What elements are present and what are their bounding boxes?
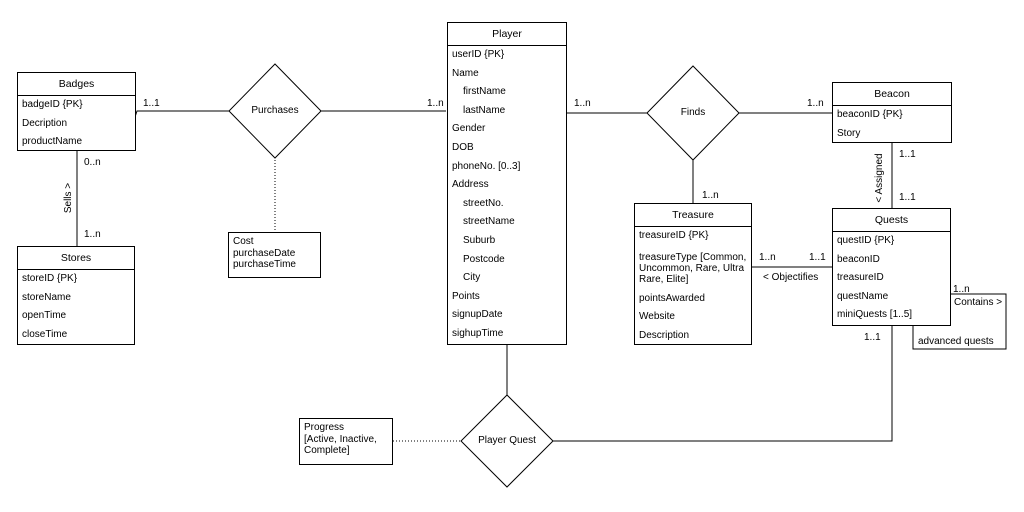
line-badges-purchases (134, 110, 229, 118)
cardinality-label: 1..1 (143, 98, 160, 109)
treasure-attr: treasureType [Common, Uncommon, Rare, Ul… (639, 251, 747, 285)
player-attr: Name (452, 67, 479, 79)
cardinality-label: 1..n (953, 284, 970, 295)
treasure-attr: Description (639, 329, 690, 341)
player-attr: Points (452, 290, 480, 302)
stores-attr: closeTime (22, 328, 68, 340)
stores-title: Stores (18, 247, 134, 270)
player-attr: sighupTime (452, 327, 504, 339)
cardinality-label: 1..1 (864, 332, 881, 343)
beacon-title: Beacon (833, 83, 951, 106)
player-quest-label: Player Quest (478, 435, 536, 446)
cardinality-label: 0..n (84, 157, 101, 168)
cardinality-label: 1..1 (899, 192, 916, 203)
cardinality-label: 1..n (84, 229, 101, 240)
badges-attr: Decription (22, 117, 68, 129)
cardinality-label: 1..n (702, 190, 719, 201)
treasure-title: Treasure (635, 204, 751, 227)
purchases-diamond (228, 63, 322, 159)
quests-attr: treasureID (837, 272, 884, 284)
advanced-quests-label: advanced quests (918, 336, 994, 347)
quests-entity[interactable]: Quests questID {PK} beaconID treasureID … (832, 208, 951, 326)
cardinality-label: 1..n (574, 98, 591, 109)
badges-title: Badges (18, 73, 135, 96)
quests-attr: miniQuests [1..5] (837, 309, 913, 321)
finds-label: Finds (680, 107, 706, 118)
progress-note: Progress [Active, Inactive, Complete] (299, 418, 393, 465)
player-quest-diamond (460, 394, 554, 488)
player-attr: phoneNo. [0..3] (452, 160, 521, 172)
player-attr: City (463, 272, 481, 284)
badges-entity[interactable]: Badges badgeID {PK} Decription productNa… (17, 72, 136, 151)
purchases-label: Purchases (251, 105, 299, 116)
cardinality-label: 1..n (759, 252, 776, 263)
player-attr: firstName (463, 86, 506, 98)
stores-entity[interactable]: Stores storeID {PK} storeName openTime c… (17, 246, 135, 345)
player-attr: DOB (452, 141, 474, 153)
cardinality-label: 1..1 (899, 149, 916, 160)
treasure-attr: Website (639, 311, 675, 323)
beacon-attr: beaconID {PK} (837, 109, 903, 120)
treasure-entity[interactable]: Treasure treasureID {PK} treasureType [C… (634, 203, 752, 345)
beacon-attr: Story (837, 127, 861, 139)
player-attr: Gender (452, 123, 486, 135)
player-entity[interactable]: Player userID {PK} Name firstName lastNa… (447, 22, 567, 345)
line-quests-contains (912, 293, 1007, 350)
cardinality-label: 1..n (427, 98, 444, 109)
quests-attr: beaconID (837, 253, 880, 265)
objectifies-label: < Objectifies (763, 272, 819, 283)
sells-label: Sells > (63, 182, 74, 214)
player-attr: Postcode (463, 253, 505, 265)
line-quests-playerquest (553, 326, 893, 442)
player-attr: Address (452, 179, 489, 191)
assigned-label: < Assigned (874, 153, 885, 203)
player-attr: signupDate (452, 309, 503, 321)
treasure-attr: pointsAwarded (639, 292, 705, 304)
player-attr: lastName (463, 104, 506, 116)
quests-attr: questID {PK} (837, 235, 895, 246)
badges-attr: badgeID {PK} (22, 99, 83, 110)
cardinality-label: 1..n (807, 98, 824, 109)
badges-attr: productName (22, 136, 83, 148)
player-attr: Suburb (463, 234, 496, 246)
stores-attr: openTime (22, 310, 67, 322)
stores-attr: storeName (22, 291, 71, 303)
purchases-attributes-note: Cost purchaseDate purchaseTime (228, 232, 321, 278)
contains-label: Contains > (954, 297, 1003, 308)
finds-diamond (646, 65, 740, 161)
quests-attr: questName (837, 290, 889, 302)
player-attr: userID {PK} (452, 49, 505, 60)
player-attr: streetNo. (463, 197, 504, 209)
cardinality-label: 1..1 (809, 252, 826, 263)
player-title: Player (448, 23, 566, 46)
treasure-attr: treasureID {PK} (639, 230, 709, 241)
quests-title: Quests (833, 209, 950, 232)
stores-attr: storeID {PK} (22, 273, 78, 284)
beacon-entity[interactable]: Beacon beaconID {PK} Story (832, 82, 952, 143)
player-attr: streetName (463, 216, 515, 228)
